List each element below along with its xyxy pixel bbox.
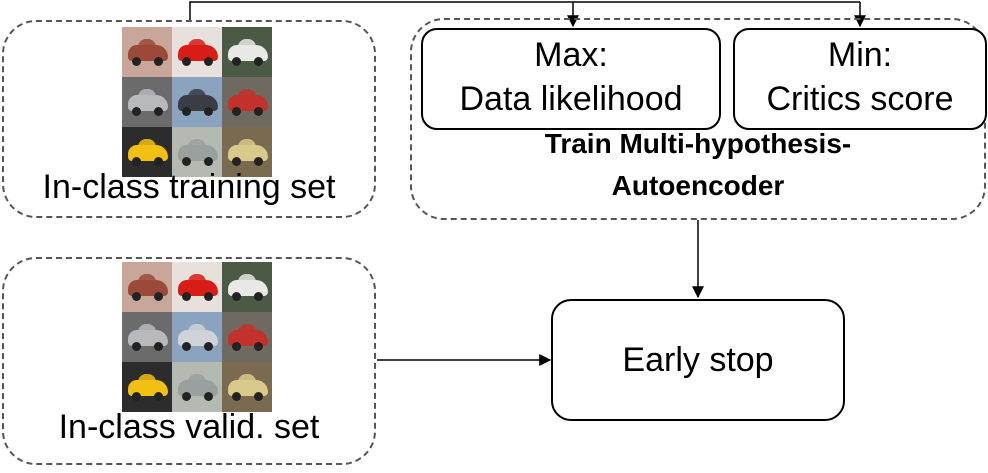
train-autoencoder-title-line2: Autoencoder — [611, 170, 785, 201]
training-to-objectives-line — [189, 1, 860, 22]
car-photo-icon — [122, 262, 172, 312]
training-set-label: In-class training set — [42, 168, 336, 206]
car-photo-icon — [222, 27, 272, 77]
max-objective-box: Max: Data likelihood — [421, 28, 721, 130]
car-photo-icon — [172, 27, 222, 77]
training-set-group — [2, 20, 376, 218]
min-objective-title: Min: — [827, 36, 893, 74]
car-photo-icon — [172, 77, 222, 127]
car-photo-icon — [222, 312, 272, 362]
validation-set-group — [2, 257, 376, 465]
car-photo-icon — [122, 27, 172, 77]
car-photo-icon — [172, 127, 222, 177]
early-stop-box: Early stop — [551, 299, 845, 421]
validation-set-thumbnails — [122, 262, 272, 412]
car-photo-icon — [222, 262, 272, 312]
car-photo-icon — [222, 127, 272, 177]
car-photo-icon — [222, 362, 272, 412]
early-stop-label: Early stop — [622, 341, 774, 379]
car-photo-icon — [122, 362, 172, 412]
car-photo-icon — [172, 362, 222, 412]
max-objective-title: Max: — [534, 36, 608, 74]
max-objective-text: Data likelihood — [459, 80, 683, 118]
min-objective-box: Min: Critics score — [733, 28, 987, 130]
car-photo-icon — [122, 312, 172, 362]
car-photo-icon — [222, 77, 272, 127]
train-autoencoder-title-line1: Train Multi-hypothesis- — [544, 128, 852, 159]
car-photo-icon — [172, 262, 222, 312]
car-photo-icon — [122, 77, 172, 127]
training-set-thumbnails — [122, 27, 272, 177]
car-photo-icon — [122, 127, 172, 177]
validation-set-label: In-class valid. set — [58, 408, 320, 446]
min-objective-text: Critics score — [766, 80, 954, 118]
car-photo-icon — [172, 312, 222, 362]
